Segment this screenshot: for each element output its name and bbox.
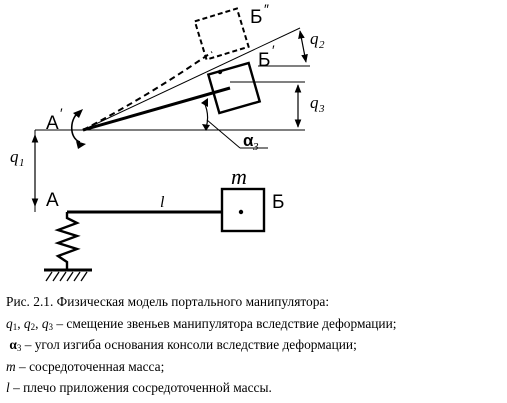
svg-text:′: ′: [60, 105, 63, 121]
spring: [54, 212, 81, 270]
caption-line-angle: α3 – угол изгиба основания консоли вслед…: [9, 337, 357, 353]
svg-text:α: α: [243, 131, 254, 150]
svg-text:А: А: [46, 113, 59, 134]
label-b-double-prime: Б ″: [250, 1, 269, 28]
deflection-line: [82, 27, 301, 131]
figure-caption: Рис. 2.1. Физическая модель портального …: [6, 291, 506, 399]
label-a-prime: А ′: [46, 105, 63, 134]
mass-center-b-prime: [217, 69, 223, 75]
svg-text:q: q: [10, 147, 19, 166]
svg-text:3: 3: [252, 141, 259, 153]
label-q2: q 2: [310, 29, 325, 51]
svg-text:″: ″: [264, 1, 269, 17]
beam-deformed: [82, 86, 231, 132]
svg-text:Б: Б: [250, 7, 262, 28]
caption-line-length: l – плечо приложения сосредоточенной мас…: [6, 380, 272, 395]
caption-line-displacements: q1, q2, q3 – смещение звеньев манипулято…: [6, 315, 397, 332]
manipulator-diagram: А А ′ Б Б ′ Б ″ m l q 1 q 2 q 3 α 3: [10, 1, 325, 282]
label-length: l: [160, 194, 165, 211]
svg-text:q: q: [310, 93, 319, 112]
caption-line-mass: m – сосредоточенная масса;: [6, 358, 165, 374]
label-q1: q 1: [10, 147, 25, 169]
label-mass: m: [231, 164, 247, 189]
label-a: А: [46, 190, 59, 211]
svg-text:3: 3: [318, 103, 325, 115]
ground-support: [44, 268, 92, 282]
label-b: Б: [272, 192, 284, 213]
mass-center-b: [238, 209, 244, 215]
label-q3: q 3: [310, 93, 325, 115]
alpha-leader: [206, 119, 241, 149]
mass-block-b: [220, 187, 266, 233]
beam-curved-dashed: [82, 51, 213, 131]
q2-arrow: [298, 30, 308, 63]
svg-text:′: ′: [272, 42, 275, 58]
label-alpha: α 3: [243, 131, 259, 153]
mass-block-b-double-prime: [193, 7, 250, 61]
mass-block-b-prime: [206, 61, 262, 115]
label-b-prime: Б ′: [258, 42, 275, 71]
svg-text:q: q: [310, 29, 319, 48]
svg-text:2: 2: [319, 39, 325, 51]
caption-title: Рис. 2.1. Физическая модель портального …: [6, 294, 330, 309]
svg-text:Б: Б: [258, 50, 270, 71]
svg-text:1: 1: [19, 157, 25, 169]
